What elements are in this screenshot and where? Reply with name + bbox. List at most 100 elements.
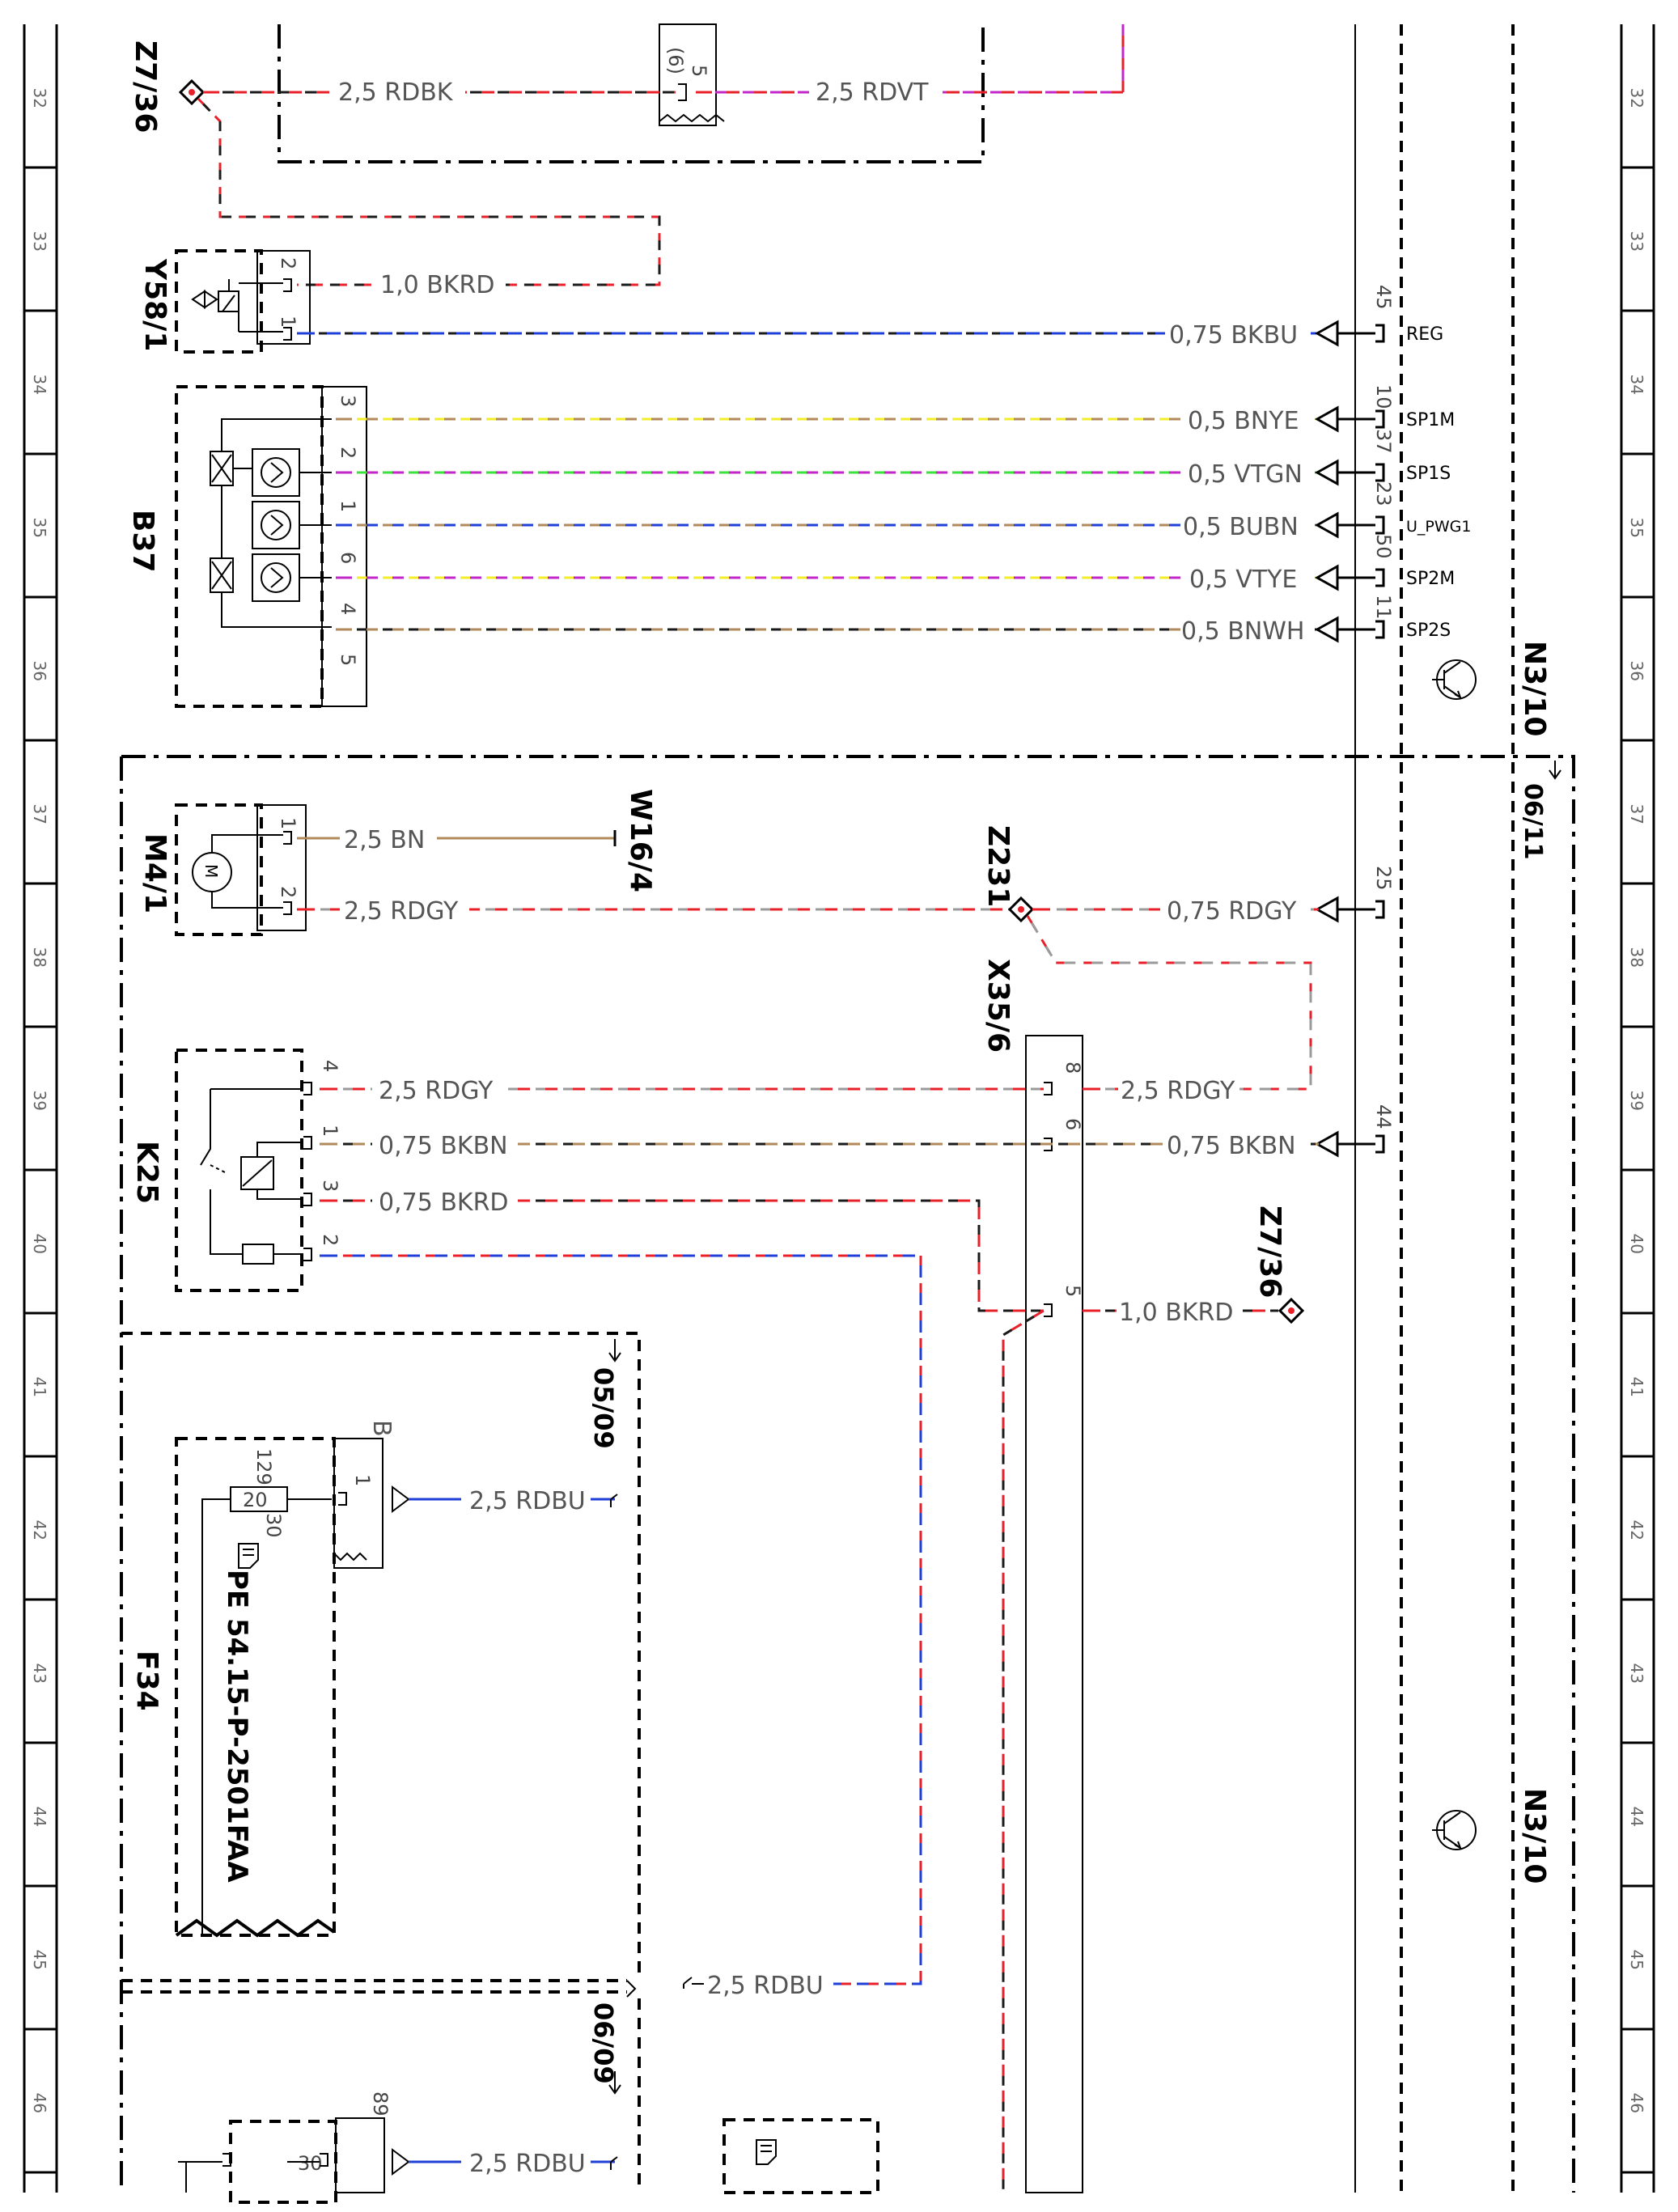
b37-sensor-internals: [210, 418, 332, 628]
signal-u-pwg1: U_PWG1: [1406, 518, 1471, 536]
k25-relay-internals: [200, 1088, 303, 1265]
k25-label: K25: [130, 1141, 163, 1204]
left-ruler-row-43: 43: [30, 1663, 49, 1684]
left-ruler-row-44: 44: [30, 1807, 49, 1827]
wire-label-0-75-bkrd: 0,75 BKRD: [379, 1189, 509, 1217]
left-ruler-row-35: 35: [30, 518, 49, 538]
left-ruler: [23, 24, 58, 2193]
wire-label-2-5-rdgy-m: 2,5 RDGY: [344, 897, 459, 926]
right-ruler-row-44: 44: [1627, 1807, 1646, 1827]
left-ruler-row-37: 37: [30, 804, 49, 824]
left-ruler-row-41: 41: [30, 1377, 49, 1397]
wire-label-2-5-rdgy-x: 2,5 RDGY: [1121, 1077, 1235, 1105]
top-connector-block: [659, 23, 717, 126]
x35-pin-6: 6: [1061, 1118, 1084, 1130]
m4-pin-1: 1: [277, 817, 299, 829]
left-ruler-row-36: 36: [30, 661, 49, 681]
wire-label-2-5-rdvt: 2,5 RDVT: [816, 78, 929, 107]
svg-text:M: M: [201, 864, 221, 878]
connector-arrow: [1314, 320, 1339, 347]
connector-arrow: [1314, 405, 1339, 433]
b37-pin-2: 2: [337, 447, 359, 459]
m4-1-label: M4/1: [138, 833, 172, 913]
n3-pin-44: 44: [1372, 1104, 1395, 1129]
wire-label-0-75-rdgy: 0,75 RDGY: [1167, 897, 1297, 926]
y58-1-box: [175, 249, 263, 354]
right-ruler-row-43: 43: [1627, 1663, 1646, 1684]
f34-label: F34: [130, 1651, 163, 1711]
signal-reg: REG: [1406, 324, 1443, 345]
connector-arrow: [1314, 511, 1339, 539]
right-ruler-row-37: 37: [1627, 804, 1646, 824]
right-ruler: [1620, 24, 1655, 2193]
wire-label-0-5-vtye: 0,5 VTYE: [1189, 566, 1297, 594]
connector-arrow: [1314, 564, 1339, 591]
wire-label-0-5-bubn: 0,5 BUBN: [1183, 513, 1299, 541]
left-ruler-row-33: 33: [30, 231, 49, 252]
y58-pin-2: 2: [277, 257, 299, 269]
b37-pin-5: 5: [337, 654, 359, 666]
right-ruler-row-39: 39: [1627, 1091, 1646, 1111]
w16-4-label: W16/4: [624, 789, 657, 892]
hand-pointer-icon-2: [756, 2139, 777, 2165]
connector-arrow: [1314, 1130, 1339, 1158]
n3-pin-45: 45: [1372, 285, 1395, 310]
x35-pin-5: 5: [1061, 1285, 1084, 1297]
wire-label-0-75-bkbn-n: 0,75 BKBN: [1167, 1132, 1296, 1160]
wire-label-1-0-bkrd: 1,0 BKRD: [380, 271, 494, 299]
left-ruler-row-34: 34: [30, 375, 49, 395]
connector-arrow: [1314, 459, 1339, 486]
y58-pin-1: 1: [277, 316, 299, 328]
n3-pin-25: 25: [1372, 866, 1395, 891]
signal-sp2s: SP2S: [1406, 621, 1451, 641]
wire-label-2-5-rdbu-bottom: 2,5 RDBU: [707, 1972, 824, 2000]
right-ruler-row-33: 33: [1627, 231, 1646, 252]
right-ruler-row-41: 41: [1627, 1377, 1646, 1397]
b37-pin-4: 4: [337, 603, 359, 615]
z231-label: Z231: [981, 825, 1015, 907]
ref-06-11: 06/11: [1519, 783, 1547, 859]
b37-pin-1: 1: [337, 500, 359, 512]
left-ruler-row-32: 32: [30, 88, 49, 108]
ref-05-09: 05/09: [588, 1367, 619, 1449]
right-ruler-row-45: 45: [1627, 1950, 1646, 1970]
k25-pin-3: 3: [319, 1180, 341, 1192]
wire-label-0-75-bkbu: 0,75 BKBU: [1169, 321, 1298, 350]
n3-pin-10: 10: [1372, 384, 1395, 409]
n3-10-transistor-icon: [1432, 659, 1477, 700]
right-ruler-row-34: 34: [1627, 375, 1646, 395]
f34-pin-129: 129: [252, 1448, 275, 1485]
b37-pin-6: 6: [337, 552, 359, 564]
x35-6-connector: [1025, 1035, 1083, 2193]
pin-5-top: 5: [688, 65, 710, 77]
bottom-right-box: [722, 2118, 879, 2194]
left-ruler-row-45: 45: [30, 1950, 49, 1970]
wire-label-0-5-vtgn: 0,5 VTGN: [1188, 460, 1303, 489]
wire-label-2-5-rdbk: 2,5 RDBK: [338, 78, 454, 107]
n3-10-label-b: N3/10: [1518, 1788, 1551, 1884]
right-ruler-row-36: 36: [1627, 661, 1646, 681]
right-ruler-row-32: 32: [1627, 88, 1646, 108]
n3-pin-37: 37: [1372, 429, 1395, 454]
left-ruler-row-38: 38: [30, 947, 49, 968]
pin-6-paren: (6): [664, 47, 687, 74]
signal-sp1s: SP1S: [1406, 464, 1451, 484]
left-ruler-row-40: 40: [30, 1234, 49, 1254]
x35-6-label: X35/6: [981, 959, 1015, 1053]
lower-section-frame: [121, 755, 1575, 2193]
n3-10-label-a: N3/10: [1518, 641, 1551, 736]
k25-pin-1: 1: [319, 1125, 341, 1137]
y58-1-label: Y58/1: [138, 258, 172, 351]
wire-label-2-5-rdbu-f2: 2,5 RDBU: [469, 2150, 586, 2178]
pe-reference: PE 54.15-P-2501FAA: [221, 1570, 253, 1883]
wire-label-0-5-bnwh: 0,5 BNWH: [1181, 617, 1305, 646]
n3-pin-50: 50: [1372, 534, 1395, 559]
connector-arrow: [1314, 896, 1339, 923]
wire-label-0-5-bnye: 0,5 BNYE: [1188, 407, 1299, 435]
n3-pin-23: 23: [1372, 481, 1395, 506]
ref-06-09: 06/09: [588, 2002, 619, 2084]
wire-label-2-5-bn: 2,5 BN: [344, 826, 425, 854]
hand-pointer-icon: [238, 1543, 259, 1569]
